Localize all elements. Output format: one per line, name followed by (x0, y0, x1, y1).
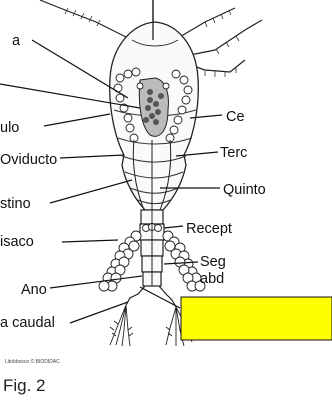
label-cefalotorax: Ce (226, 109, 245, 125)
label-furca-caudal: a caudal (0, 315, 55, 331)
answer-box[interactable] (181, 297, 332, 340)
caudal-setae (110, 305, 192, 346)
label-quinto: Quinto (223, 182, 266, 198)
label-receptaculo: Recept (186, 221, 232, 237)
right-labels: Ce Terc Quinto Recept Seg abd (186, 109, 266, 287)
left-labels: a ulo Oviducto stino isaco Ano a caudal (0, 33, 57, 331)
label-oviducto: Oviducto (0, 152, 57, 168)
image-credit: Litobbosco © BIODIDAC (5, 358, 60, 365)
label-saco-ovigero: isaco (0, 234, 34, 250)
label-intestino: stino (0, 196, 31, 212)
label-ocelo: ulo (0, 120, 19, 136)
caudal-rami (126, 286, 176, 307)
label-ano: Ano (21, 282, 47, 298)
egg-sac-right (163, 231, 205, 291)
figure-caption: Fig. 2 (3, 376, 46, 396)
label-tercer: Terc (220, 145, 247, 161)
label-segmento: Seg (200, 254, 226, 270)
label-ovary: a (12, 33, 21, 49)
label-abdominal: abd (200, 271, 224, 287)
